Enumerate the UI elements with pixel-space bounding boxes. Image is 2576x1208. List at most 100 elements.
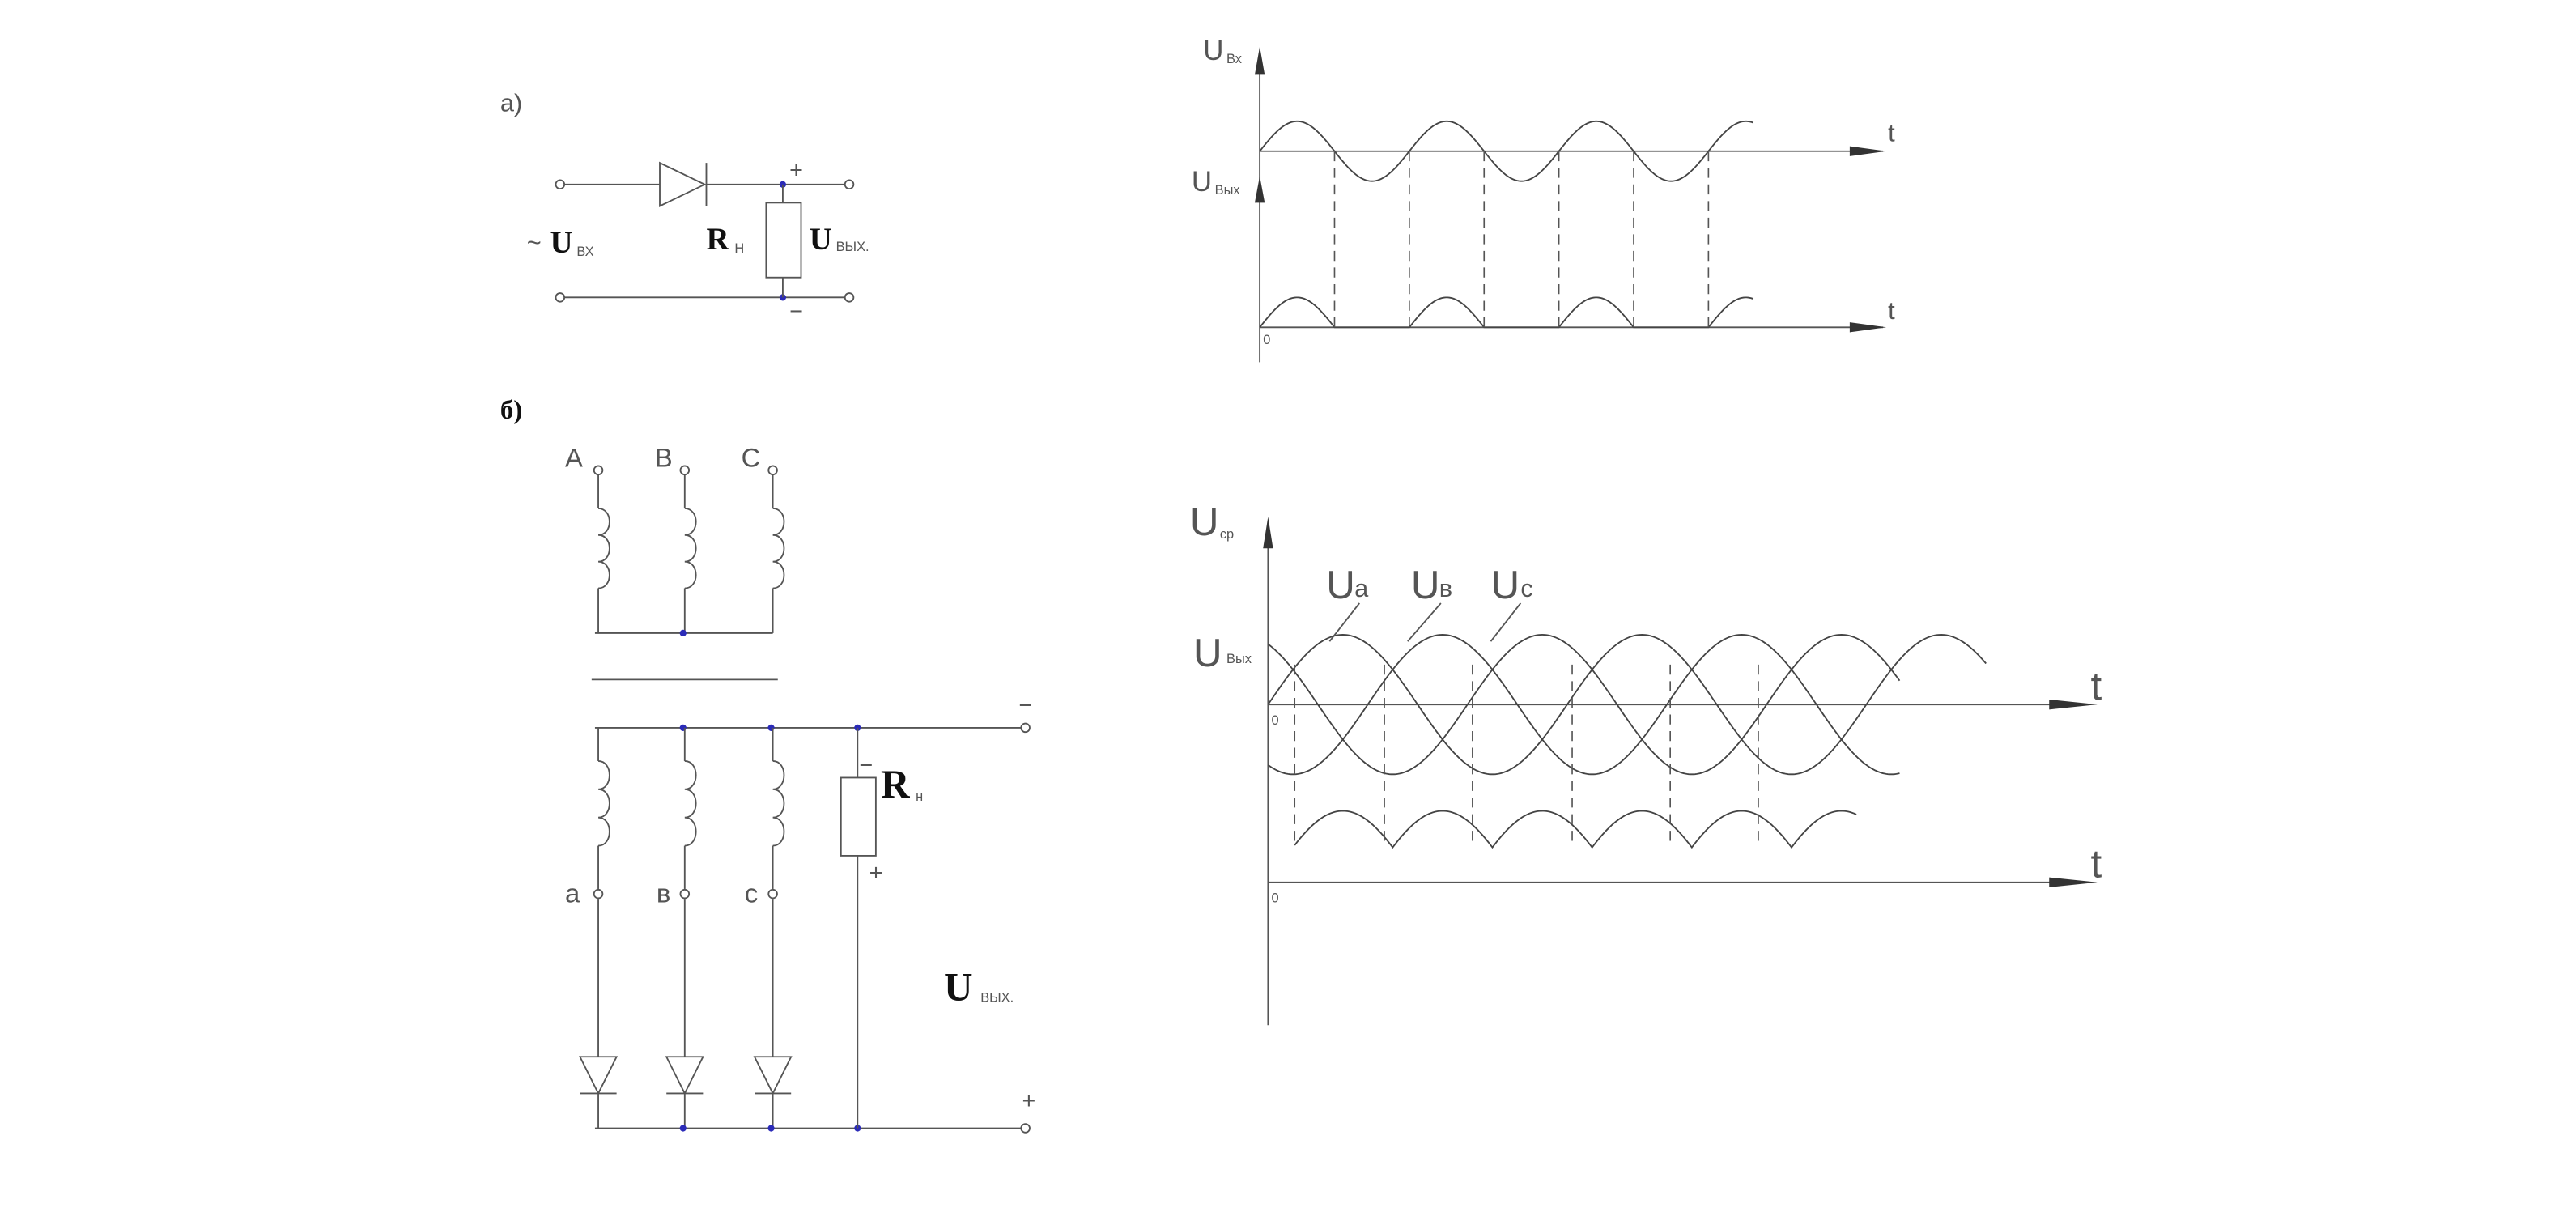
input-terminal-bottom — [555, 292, 566, 303]
load-plus: + — [869, 861, 883, 887]
output-terminal-top — [844, 179, 855, 190]
secondary-label-b: в — [657, 878, 670, 908]
primary-label-a: A — [565, 443, 583, 473]
vout-axis-label-sub: Вых — [1215, 183, 1241, 198]
primary-label-c: C — [742, 443, 761, 473]
phase-origin-label: 0 — [1271, 713, 1278, 728]
vout-origin-label: 0 — [1263, 333, 1270, 347]
primary-label-b: B — [655, 443, 673, 473]
primary-windings — [593, 465, 785, 633]
rectified-ripple-waveform — [1294, 810, 1857, 849]
phase-a-label-sub: a — [1354, 574, 1369, 602]
primary-coil-2 — [772, 508, 785, 589]
input-label-main: U — [550, 225, 573, 260]
plus-sign: + — [789, 158, 803, 184]
load-label-main: R — [706, 222, 729, 257]
top-junction-3 — [854, 724, 861, 731]
bottom-junction-1 — [679, 1125, 687, 1132]
secondary-terminal-0 — [593, 888, 604, 900]
ucp-label-main: U — [1190, 500, 1219, 544]
ucp-y-arrow — [1263, 517, 1273, 549]
vout-axis-label-main: U — [1192, 166, 1212, 198]
phase-c-label-main: U — [1490, 563, 1520, 607]
phase-a-label-main: U — [1326, 563, 1355, 607]
secondary-top-terminal — [1020, 722, 1031, 734]
vin-axis-label-sub: Вх — [1226, 52, 1243, 66]
minus-sign: − — [789, 299, 803, 325]
panel-a-plots: U Вх U Вых t t 0 — [1192, 35, 1895, 363]
ripple-dashed-markers — [1294, 664, 1759, 848]
secondary-label-a: a — [565, 878, 580, 908]
input-terminal-top — [555, 179, 566, 190]
diode-body-0 — [578, 1056, 618, 1095]
secondary-coil-1 — [684, 760, 697, 847]
phase-t-label: t — [2091, 664, 2102, 708]
output-terminal-bottom — [844, 292, 855, 303]
output-label-sub-3ph: ВЫХ. — [980, 991, 1014, 1006]
vin-y-arrow — [1254, 46, 1265, 75]
panel-a-circuit: а) + − ~ U ВХ R Н U ВЫХ. — [500, 89, 869, 325]
phase-b-label-main: U — [1411, 563, 1440, 607]
panel-b-marker: б) — [500, 396, 522, 425]
ripple-t-arrow — [2049, 877, 2098, 887]
primary-coil-1 — [684, 508, 697, 589]
diode-body-2 — [753, 1056, 793, 1095]
output-label-main: U — [810, 222, 832, 257]
diode-body-1 — [665, 1056, 704, 1095]
diode — [659, 161, 707, 207]
leader-phase-c — [1490, 602, 1522, 642]
secondary-windings — [593, 727, 785, 900]
primary-coil-0 — [597, 508, 610, 589]
vout-waveform — [1259, 296, 1754, 329]
ucp-label-sub: ср — [1220, 527, 1234, 542]
bottom-junction-2 — [767, 1125, 775, 1132]
load-resistor-3ph — [840, 776, 877, 857]
secondary-coil-0 — [597, 760, 610, 847]
primary-terminal-2 — [767, 465, 778, 476]
leader-phase-b — [1407, 602, 1442, 642]
vin-waveform — [1259, 120, 1754, 182]
output-bottom-terminal — [1020, 1123, 1031, 1134]
vout-y-arrow — [1254, 176, 1265, 203]
uout-label-sub: Вых — [1226, 652, 1252, 666]
phase-b-label-sub: в — [1439, 574, 1452, 602]
bottom-plus: + — [1022, 1088, 1036, 1114]
ripple-origin-label: 0 — [1271, 891, 1278, 905]
load-label-sub-3ph: н — [916, 789, 923, 804]
input-tilde: ~ — [527, 228, 542, 257]
output-label-sub: ВЫХ. — [836, 240, 869, 254]
load-label-main-3ph: R — [881, 762, 910, 806]
phase-b-waveform — [1267, 634, 1900, 776]
phase-a-waveform — [1267, 634, 1987, 776]
ripple-t-label: t — [2091, 842, 2102, 887]
vin-t-arrow — [1849, 146, 1887, 156]
secondary-label-c: c — [745, 878, 758, 908]
load-minus: − — [859, 752, 873, 778]
vin-t-label: t — [1888, 118, 1895, 147]
secondary-terminal-1 — [679, 888, 691, 900]
rectifier-diodes — [578, 899, 793, 1129]
load-label-sub: Н — [734, 241, 744, 256]
vout-t-arrow — [1849, 322, 1887, 333]
output-label-main-3ph: U — [944, 964, 973, 1009]
primary-terminal-0 — [593, 465, 604, 476]
leader-phase-a — [1328, 602, 1361, 642]
phase-t-arrow — [2049, 700, 2098, 710]
primary-neutral-dot — [679, 629, 687, 637]
panel-b-plots: U ср U Вых U a U в U c t t 0 0 — [1190, 500, 2102, 1026]
vin-axis-label-main: U — [1203, 35, 1223, 66]
uout-label-main: U — [1193, 631, 1222, 675]
secondary-terminal-2 — [767, 888, 778, 900]
top-minus: − — [1018, 692, 1032, 718]
secondary-coil-2 — [772, 760, 785, 847]
panel-a-marker: а) — [500, 89, 522, 117]
vout-t-label: t — [1888, 296, 1895, 325]
input-label-sub: ВХ — [576, 245, 593, 259]
primary-terminal-1 — [679, 465, 691, 476]
panel-b-circuit: б) A B C − a в c + − + R н U — [500, 396, 1036, 1134]
phase-c-label-sub: c — [1520, 574, 1532, 602]
phase-c-waveform — [1267, 634, 1901, 776]
vout-dashed-markers — [1333, 151, 1710, 328]
load-resistor — [765, 202, 802, 279]
